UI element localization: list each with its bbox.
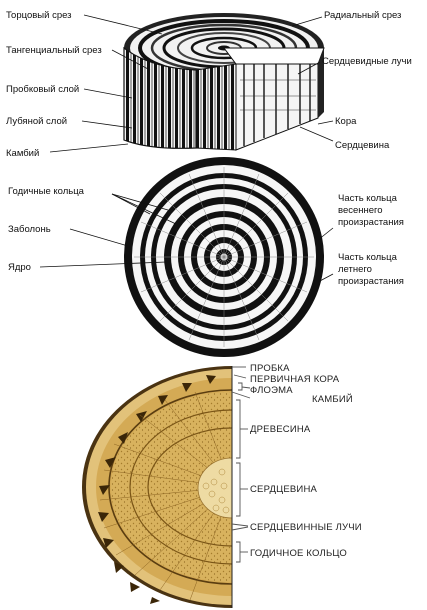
label-spring-part-line1: Часть кольца [338, 193, 398, 204]
pith-zone [197, 457, 233, 519]
wood-zone [111, 392, 232, 582]
label-summer-part-line1: Часть кольца [338, 252, 398, 263]
label-annual-rings: Годичные кольца [8, 186, 85, 197]
cambium-line [108, 389, 233, 585]
radial-cut-face [235, 63, 319, 151]
label-spring-part-line3: произрастания [338, 217, 404, 228]
label-cambium-caps: КАМБИЙ [312, 393, 353, 405]
stem-anatomy-figure: ПРОБКА ПЕРВИЧНАЯ КОРА ФЛОЭМА КАМБИЙ ДРЕВ… [82, 363, 362, 608]
label-summer-part-line3: произрастания [338, 276, 404, 287]
label-cork-layer: Пробковый слой [6, 84, 79, 95]
label-core: Ядро [8, 262, 31, 273]
label-primary-bark: ПЕРВИЧНАЯ КОРА [250, 374, 340, 385]
label-sapwood: Заболонь [8, 224, 51, 235]
label-wood: ДРЕВЕСИНА [250, 424, 311, 435]
label-summer-part-line2: летнего [338, 264, 372, 275]
label-cambium: Камбий [6, 148, 39, 159]
label-medullary-rays-caps: СЕРДЦЕВИННЫЕ ЛУЧИ [250, 522, 362, 533]
label-bast-layer: Лубяной слой [6, 116, 67, 127]
label-bark: Кора [335, 116, 357, 127]
label-cork: ПРОБКА [250, 363, 290, 374]
cross-section-figure: Годичные кольца Заболонь Ядро Часть коль… [8, 157, 404, 357]
label-phloem: ФЛОЭМА [250, 385, 293, 396]
label-end-cut: Торцовый срез [6, 10, 72, 21]
label-medullary-rays: Сердцевидные лучи [322, 56, 412, 67]
label-pith: Сердцевина [335, 140, 390, 151]
log-block-figure: Торцовый срез Тангенциальный срез Пробко… [6, 10, 412, 159]
label-radial-cut: Радиальный срез [324, 10, 401, 21]
label-annual-ring: ГОДИЧНОЕ КОЛЬЦО [250, 548, 347, 559]
label-pith-caps: СЕРДЦЕВИНА [250, 484, 318, 495]
label-spring-part-line2: весеннего [338, 205, 383, 216]
label-tangential-cut: Тангенциальный срез [6, 45, 102, 56]
